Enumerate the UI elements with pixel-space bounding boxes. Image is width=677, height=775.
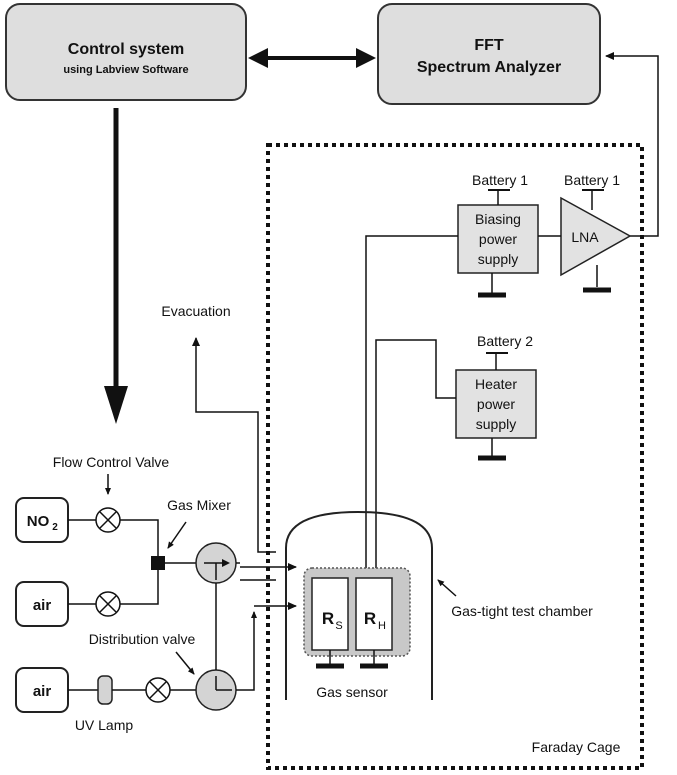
control-system-subtitle: using Labview Software <box>63 64 188 76</box>
control-system-box: Control system using Labview Software <box>5 3 247 101</box>
lower-valve-to-chamber-line <box>236 611 257 691</box>
gas-mixer-label: Gas Mixer <box>167 497 231 513</box>
fft-analyzer-box: FFT Spectrum Analyzer <box>377 3 601 105</box>
evacuation-line <box>192 337 276 553</box>
flow-control-valve-uv <box>145 677 196 703</box>
heater-label-2: power <box>477 396 515 412</box>
rs-subscript: S <box>335 620 342 632</box>
distribution-valve-label: Distribution valve <box>89 631 196 647</box>
gas-tight-chamber <box>285 510 433 700</box>
heater-ground <box>478 438 506 461</box>
gas-tight-chamber-label: Gas-tight test chamber <box>451 603 593 619</box>
faraday-cage-label: Faraday Cage <box>532 739 621 755</box>
control-to-valve-arrow <box>104 108 128 424</box>
gas-sensor: R S R H <box>303 567 411 669</box>
battery-1-lna-label: Battery 1 <box>564 172 620 188</box>
lna-label: LNA <box>571 229 599 245</box>
lna-ground <box>583 265 611 293</box>
air-source-1: air <box>15 581 69 627</box>
fft-subtitle: Spectrum Analyzer <box>417 59 561 76</box>
control-system-title: Control system <box>68 41 184 58</box>
distribution-valve-upper <box>195 542 237 584</box>
distribution-valve-lower <box>195 669 237 711</box>
control-fft-link <box>248 48 376 68</box>
evacuation-label: Evacuation <box>161 303 230 319</box>
rs-label: R <box>322 609 334 628</box>
uv-lamp-label: UV Lamp <box>75 717 134 733</box>
gas-mixer-pointer-arrow <box>167 521 187 549</box>
flow-control-valve-label: Flow Control Valve <box>53 454 170 470</box>
biasing-power-supply: Biasing power supply <box>457 204 539 274</box>
biasing-ground <box>478 273 506 298</box>
biasing-label-2: power <box>479 231 517 247</box>
heater-power-supply: Heater power supply <box>455 369 537 439</box>
faraday-cage-border <box>266 143 644 770</box>
distribution-valve-pointer-arrow <box>175 651 195 675</box>
uv-lamp <box>68 675 146 705</box>
lna-to-fft-wire <box>605 52 659 237</box>
chamber-pointer-arrow <box>437 579 457 597</box>
lna-amplifier: LNA <box>560 196 632 277</box>
air-source-2: air <box>15 667 69 713</box>
battery-1-lna: Battery 1 <box>564 172 620 210</box>
rs-to-biasing-wire <box>365 235 458 568</box>
battery-1-label: Battery 1 <box>472 172 528 188</box>
biasing-label-3: supply <box>478 251 518 267</box>
flow-control-valve-no2 <box>68 507 159 556</box>
heater-label-1: Heater <box>475 376 517 392</box>
flow-control-valve-air <box>68 570 159 617</box>
fft-title: FFT <box>474 37 504 54</box>
air-2-label: air <box>33 683 52 700</box>
battery-2-heater: Battery 2 <box>477 333 533 370</box>
gas-mixer <box>151 556 165 570</box>
air-1-label: air <box>33 597 52 614</box>
heater-label-3: supply <box>476 416 516 432</box>
no2-subscript: 2 <box>52 522 58 533</box>
no2-source: NO 2 <box>15 497 69 543</box>
rh-to-heater-wire <box>375 339 456 568</box>
battery-2-label: Battery 2 <box>477 333 533 349</box>
gas-sensor-label: Gas sensor <box>316 684 388 700</box>
biasing-label-1: Biasing <box>475 211 521 227</box>
heater-resistor-rh <box>355 577 393 651</box>
rh-label: R <box>364 609 376 628</box>
battery-1-biasing: Battery 1 <box>472 172 528 205</box>
rh-subscript: H <box>378 620 386 632</box>
no2-label: NO <box>27 513 50 530</box>
